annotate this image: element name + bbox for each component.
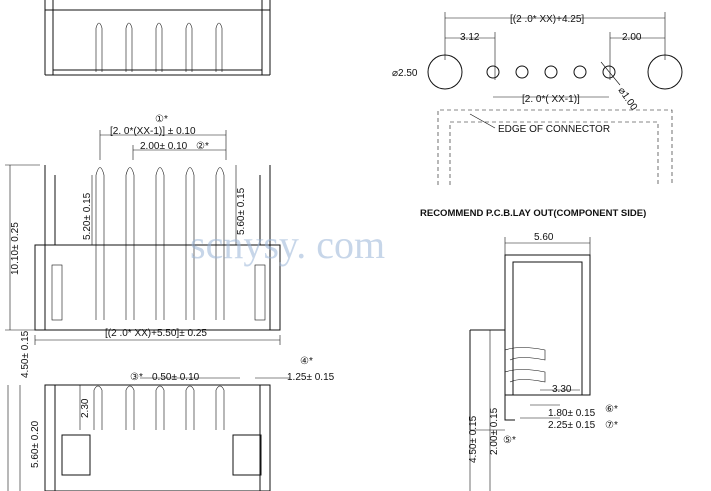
top-pin-view	[44, 0, 271, 76]
side-d2: 2.25± 0.15	[548, 420, 596, 431]
pin-width: 0.50± 0.10	[152, 372, 200, 383]
pcb-total-dim: [(2 .0* XX)+4.25]	[510, 14, 584, 25]
side-width: 5.60	[534, 232, 554, 243]
total-height: 10.10± 0.25	[10, 222, 21, 275]
pin-span: [2. 0*(XX-1)] ± 0.10	[110, 126, 196, 137]
note3-mark: ③*	[130, 372, 143, 383]
pcb-title: RECOMMEND P.C.B.LAY OUT(COMPONENT SIDE)	[420, 208, 646, 219]
pcb-inner-pitch: [2. 0*( XX-1)]	[522, 94, 580, 105]
note1-mark: ①*	[155, 114, 168, 125]
pcb-right-offset: 2.00	[622, 32, 642, 43]
tab-width: 1.25± 0.15	[287, 372, 335, 383]
body-width: [(2 .0* XX)+5.50]± 0.25	[105, 328, 207, 339]
side-offset: 4.50± 0.15	[20, 330, 31, 378]
note5-mark: ⑤*	[503, 435, 516, 446]
height-left: 5.20± 0.15	[82, 192, 93, 240]
pcb-layout	[427, 12, 683, 185]
side-h1: 4.50± 0.15	[468, 415, 479, 463]
note7-mark: ⑦*	[605, 420, 618, 431]
pitch: 2.00± 0.10	[140, 141, 188, 152]
side-view	[469, 237, 591, 491]
edge-label: EDGE OF CONNECTOR	[498, 124, 610, 135]
bottom-view	[7, 377, 290, 491]
note4-mark: ④*	[300, 356, 313, 367]
pin-depth: 3.30	[552, 384, 572, 395]
side-d1: 1.80± 0.15	[548, 408, 596, 419]
pcb-left-offset: 3.12	[460, 32, 480, 43]
base-height: 5.60± 0.20	[30, 420, 41, 468]
front-view	[5, 130, 281, 345]
watermark: scnysy. com	[190, 222, 385, 267]
height-right: 5.60± 0.15	[236, 187, 247, 235]
side-h2: 2.00± 0.15	[489, 407, 500, 455]
pcb-large-hole: ⌀2.50	[392, 68, 418, 79]
note6-mark: ⑥*	[605, 404, 618, 415]
pin-offset: 2.30	[80, 398, 91, 418]
note2-mark: ②*	[196, 141, 209, 152]
pcb-small-hole: ⌀1.00	[616, 85, 640, 113]
